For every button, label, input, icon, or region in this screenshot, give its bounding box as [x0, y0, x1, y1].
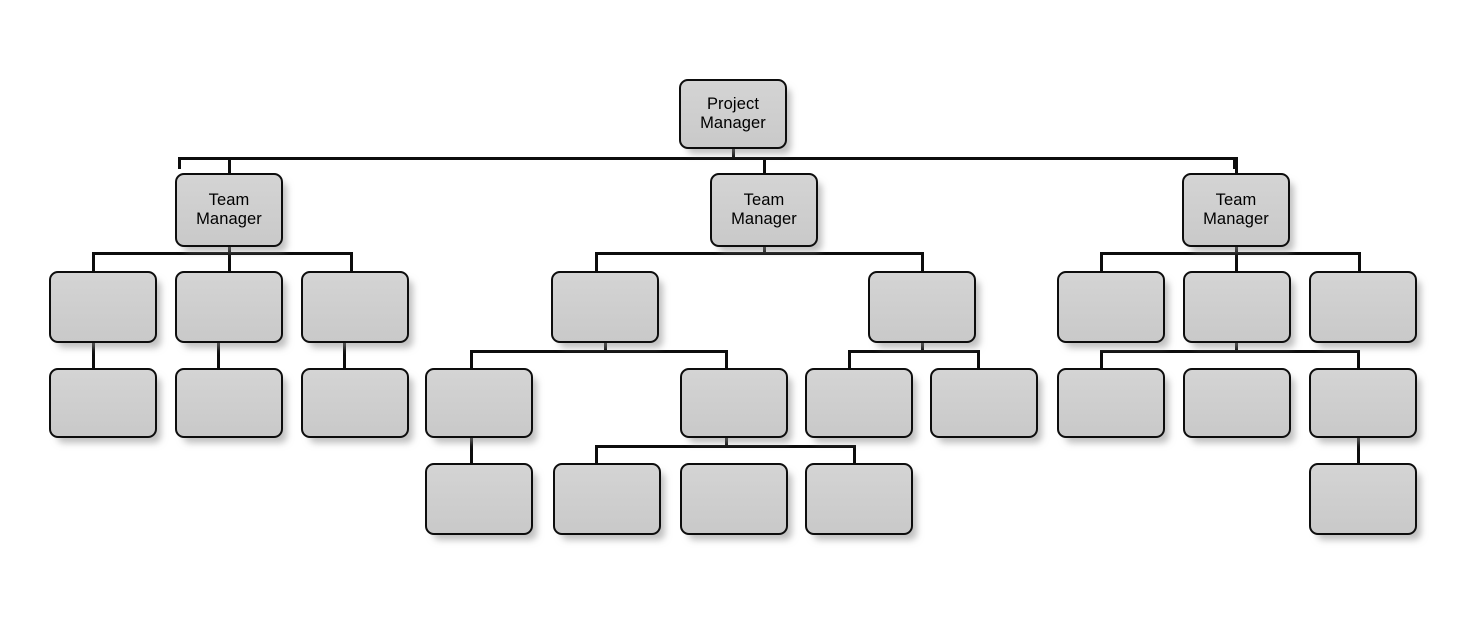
connector-tm3-c2 [1235, 252, 1238, 272]
node-n5b-member[interactable] [553, 463, 661, 535]
connector-n3e-c1 [848, 350, 851, 369]
node-n3a-member[interactable] [49, 271, 157, 343]
node-n4d-member[interactable] [425, 368, 533, 438]
connector-tm1-stem [228, 247, 231, 253]
connector-tm1-c2 [228, 252, 231, 272]
connector-pm-bus [178, 157, 1236, 160]
node-n5d-member[interactable] [805, 463, 913, 535]
node-n3g-member[interactable] [1183, 271, 1291, 343]
node-n4h-member[interactable] [1057, 368, 1165, 438]
node-n3b-member[interactable] [175, 271, 283, 343]
connector-n4e-c1 [595, 445, 598, 464]
node-n4e-member[interactable] [680, 368, 788, 438]
connector-n4j-n5e [1357, 438, 1360, 464]
connector-tm1-drop [228, 157, 231, 175]
connector-n4d-n5a [470, 438, 473, 464]
connector-tm1-bus [92, 252, 352, 255]
connector-tm1-c1 [92, 252, 95, 272]
connector-n3d-c2 [725, 350, 728, 369]
node-n3e-member[interactable] [868, 271, 976, 343]
connector-n4e-c2 [853, 445, 856, 464]
connector-n3e-c2 [977, 350, 980, 369]
connector-n3a-n4a [92, 343, 95, 369]
node-tm2-team-manager[interactable]: Team Manager [710, 173, 818, 247]
connector-pm-bus-left-up [178, 157, 181, 169]
node-n5e-member[interactable] [1309, 463, 1417, 535]
connector-tm2-stem [763, 247, 766, 253]
connector-n3g-c2 [1357, 350, 1360, 369]
node-n4a-member[interactable] [49, 368, 157, 438]
connector-n3g-stem [1235, 343, 1238, 351]
connector-tm3-c1 [1100, 252, 1103, 272]
node-n3h-member[interactable] [1309, 271, 1417, 343]
node-label: Team Manager [731, 190, 797, 228]
connector-n3c-n4c [343, 343, 346, 369]
connector-tm2-c2 [921, 252, 924, 272]
connector-n4e-bus [595, 445, 855, 448]
connector-n3e-stem [921, 343, 924, 351]
node-label: Team Manager [1203, 190, 1269, 228]
connector-tm1-c3 [350, 252, 353, 272]
node-n3d-member[interactable] [551, 271, 659, 343]
connector-n3b-n4b [217, 343, 220, 369]
node-n5c-member[interactable] [680, 463, 788, 535]
node-n4g-member[interactable] [930, 368, 1038, 438]
node-n4b-member[interactable] [175, 368, 283, 438]
node-label: Team Manager [196, 190, 262, 228]
node-tm1-team-manager[interactable]: Team Manager [175, 173, 283, 247]
connector-tm3-stem [1235, 247, 1238, 253]
connector-tm2-c1 [595, 252, 598, 272]
node-n3f-member[interactable] [1057, 271, 1165, 343]
connector-tm3-bus [1100, 252, 1360, 255]
node-tm3-team-manager[interactable]: Team Manager [1182, 173, 1290, 247]
connector-tm2-drop [763, 157, 766, 175]
node-n3c-member[interactable] [301, 271, 409, 343]
connector-tm2-bus [595, 252, 923, 255]
node-n4j-member[interactable] [1309, 368, 1417, 438]
node-n5a-member[interactable] [425, 463, 533, 535]
connector-n3d-stem [604, 343, 607, 351]
node-n4f-member[interactable] [805, 368, 913, 438]
connector-n3e-bus [848, 350, 979, 353]
connector-tm3-c3 [1358, 252, 1361, 272]
connector-n3g-c1 [1100, 350, 1103, 369]
node-label: Project Manager [700, 94, 766, 132]
connector-n3d-c1 [470, 350, 473, 369]
connector-pm-stem [732, 149, 735, 159]
connector-pm-bus-right-up [1233, 157, 1236, 169]
node-n4i-member[interactable] [1183, 368, 1291, 438]
node-n4c-member[interactable] [301, 368, 409, 438]
connector-n3d-bus [470, 350, 726, 353]
connector-n3g-bus [1100, 350, 1359, 353]
connector-tm3-drop [1235, 157, 1238, 175]
node-pm-project-manager[interactable]: Project Manager [679, 79, 787, 149]
connector-n4e-stem [725, 438, 728, 446]
